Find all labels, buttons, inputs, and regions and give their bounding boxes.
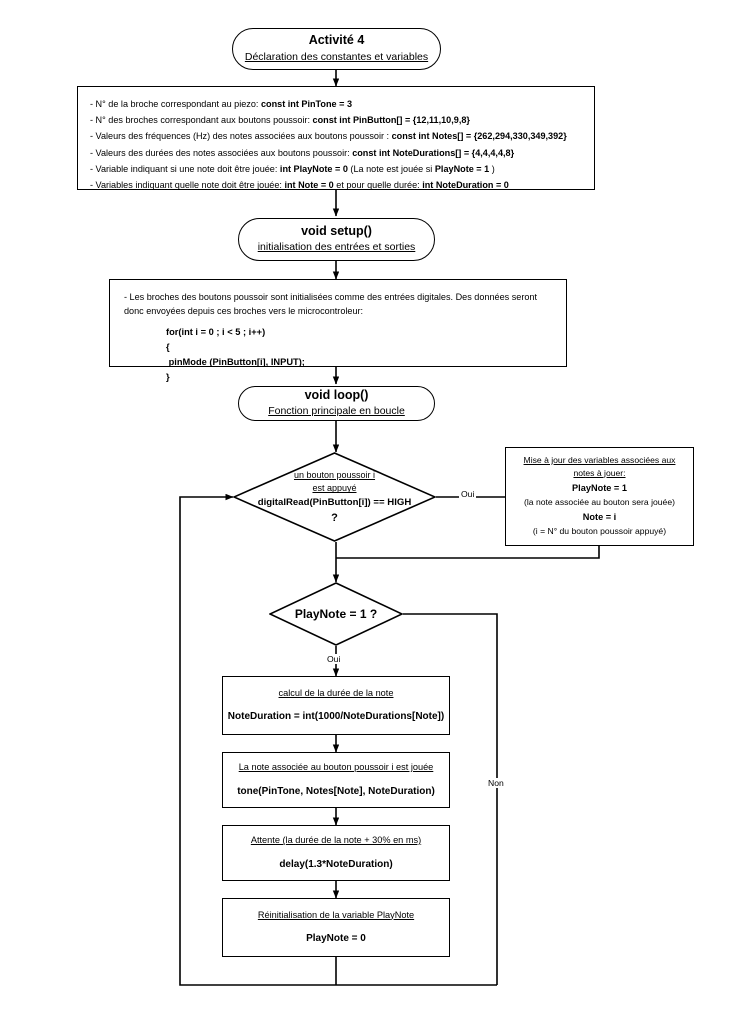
calc-duration-code: NoteDuration = int(1000/NoteDurations[No… (227, 711, 445, 723)
box-reset-playnote: Réinitialisation de la variable PlayNote… (222, 898, 450, 957)
decision-button-line2: est appuyé (312, 483, 357, 494)
decision-playnote: PlayNote = 1 ? (269, 582, 403, 646)
update-note-value: Note = i (582, 512, 617, 523)
box-calc-duration: calcul de la durée de la note NoteDurati… (222, 676, 450, 735)
start-subtitle: Déclaration des constantes et variables (244, 50, 429, 63)
setup-code-line: } (166, 372, 170, 383)
declaration-line: - Variables indiquant quelle note doit ê… (90, 179, 509, 190)
update-head-line2: notes à jouer: (573, 467, 626, 478)
node-void-setup: void setup() initialisation des entrées … (238, 218, 435, 261)
panel-setup-body: - Les broches des boutons poussoir sont … (109, 279, 567, 382)
edge-label-oui-playnote: Oui (325, 654, 343, 665)
decision-button-shape (233, 452, 436, 542)
declaration-list: - N° de la broche correspondant au piezo… (78, 87, 594, 201)
reset-code: PlayNote = 0 (306, 933, 366, 945)
decision-button-line4: ? (331, 511, 338, 524)
setup-code-line: for(int i = 0 ; i < 5 ; i++) (166, 327, 266, 338)
box-update-variables: Mise à jour des variables associées aux … (505, 447, 694, 546)
declaration-line: - N° de la broche correspondant au piezo… (90, 99, 352, 109)
play-tone-code: tone(PinTone, Notes[Note], NoteDuration) (237, 785, 435, 797)
declaration-line: - Variable indiquant si une note doit êt… (90, 163, 495, 174)
wait-code: delay(1.3*NoteDuration) (279, 858, 393, 870)
box-wait-delay: Attente (la durée de la note + 30% en ms… (222, 825, 450, 881)
panel-declarations: - N° de la broche correspondant au piezo… (77, 86, 595, 190)
loop-subtitle: Fonction principale en boucle (268, 405, 405, 418)
setup-title: void setup() (301, 223, 372, 238)
start-title: Activité 4 (308, 33, 365, 48)
setup-code-block: for(int i = 0 ; i < 5 ; i++) { pinMode (P… (124, 325, 552, 385)
setup-paragraph: - Les broches des boutons poussoir sont … (124, 292, 537, 316)
play-tone-head: La note associée au bouton poussoir i es… (238, 762, 434, 773)
update-playnote-value: PlayNote = 1 (572, 482, 627, 493)
node-void-loop: void loop() Fonction principale en boucl… (238, 386, 435, 421)
loop-title: void loop() (304, 387, 369, 402)
edge-label-oui-button: Oui (459, 489, 477, 500)
node-start-activite4: Activité 4 Déclaration des constantes et… (232, 28, 441, 70)
declaration-line: - N° des broches correspondant aux bouto… (90, 115, 470, 126)
setup-code-line: pinMode (PinButton[i], INPUT); (166, 357, 305, 368)
decision-button-line3: digitalRead(PinButton[i]) == HIGH (257, 496, 412, 508)
edge-label-non-playnote: Non (486, 778, 506, 789)
decision-playnote-shape (269, 582, 403, 646)
declaration-line: - Valeurs des durées des notes associées… (90, 147, 515, 158)
setup-subtitle: initialisation des entrées et sorties (257, 241, 416, 254)
update-head-line1: Mise à jour des variables associées aux (523, 454, 676, 465)
update-note1: (la note associée au bouton sera jouée) (524, 496, 675, 507)
decision-button-pressed: un bouton poussoir i est appuyé digitalR… (233, 452, 436, 542)
setup-code-line: { (166, 342, 170, 353)
decision-playnote-text: PlayNote = 1 ? (294, 607, 378, 621)
update-note2: (i = N° du bouton poussoir appuyé) (532, 526, 667, 537)
declaration-line: - Valeurs des fréquences (Hz) des notes … (90, 131, 567, 142)
calc-duration-head: calcul de la durée de la note (278, 687, 394, 698)
box-play-tone: La note associée au bouton poussoir i es… (222, 752, 450, 808)
reset-head: Réinitialisation de la variable PlayNote (257, 909, 415, 920)
decision-button-line1: un bouton poussoir i (293, 469, 376, 480)
wait-head: Attente (la durée de la note + 30% en ms… (250, 835, 422, 846)
